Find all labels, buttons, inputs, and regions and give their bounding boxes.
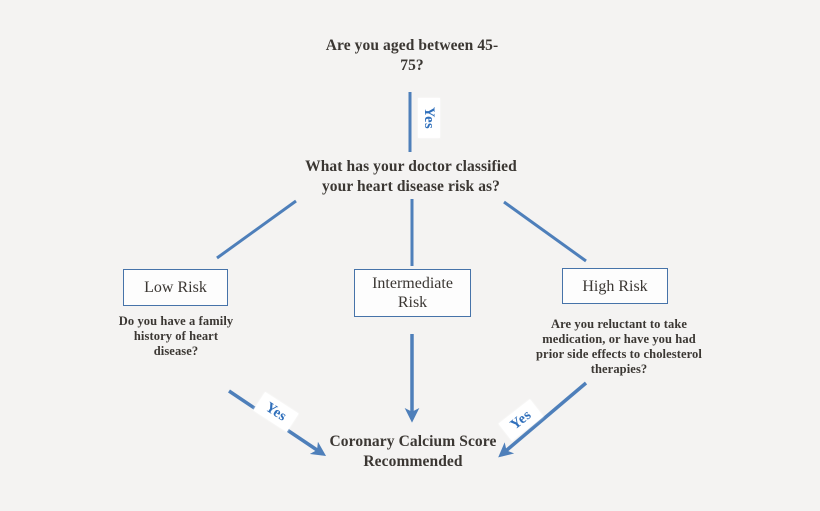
node-high-risk-label: High Risk <box>582 277 648 295</box>
yes-label-top: Yes <box>418 97 440 139</box>
yes-label-left: Yes <box>253 391 299 433</box>
edge-doctor-to-low <box>216 199 297 260</box>
question-doctor-classification: What has your doctor classified your hea… <box>305 158 517 195</box>
node-high-risk: High Risk <box>562 268 668 304</box>
node-low-risk-label: Low Risk <box>144 279 207 296</box>
question-family-history: Do you have a family history of heart di… <box>118 314 234 358</box>
question-medication-reluctance: Are you reluctant to take medication, or… <box>536 317 702 376</box>
edge-doctor-to-high <box>503 200 587 263</box>
question-age-range: Are you aged between 45-75? <box>325 37 499 74</box>
node-low-risk: Low Risk <box>123 269 228 306</box>
yes-label-right: Yes <box>498 398 544 442</box>
result-recommendation: Coronary Calcium Score Recommended <box>329 433 497 470</box>
node-intermediate-risk: Intermediate Risk <box>354 269 471 317</box>
node-intermediate-risk-label: Intermediate Risk <box>372 275 453 311</box>
